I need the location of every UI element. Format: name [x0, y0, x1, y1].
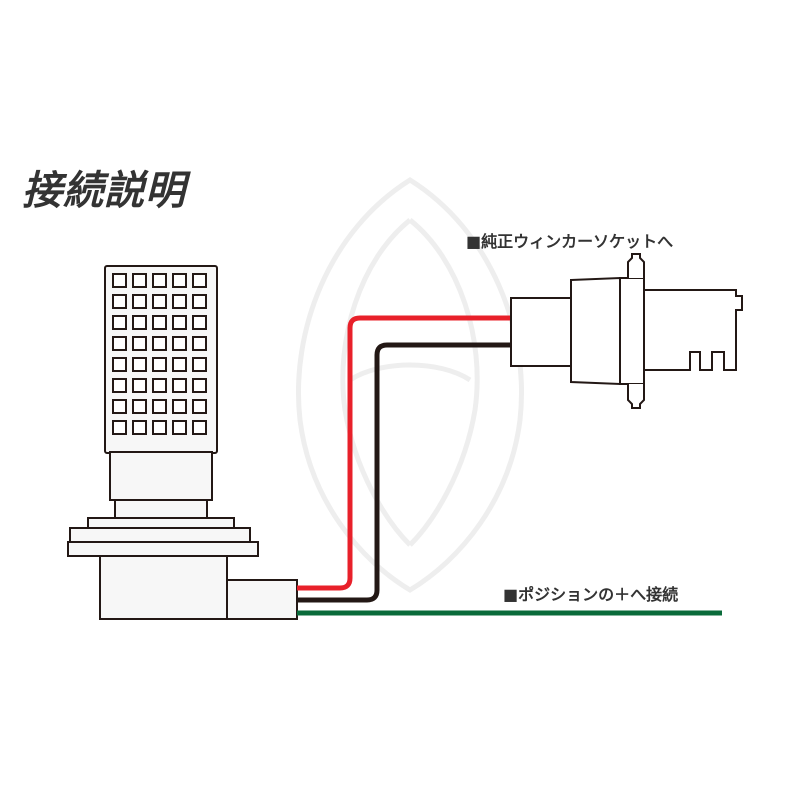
- led-chip: [132, 399, 147, 414]
- led-chip: [152, 399, 167, 414]
- socket-adapter: [510, 253, 743, 409]
- led-chip: [152, 378, 167, 393]
- led-chip: [192, 399, 207, 414]
- socket-body: [570, 276, 621, 386]
- socket-bottom-tab: [627, 384, 645, 409]
- red-wire: [297, 315, 511, 591]
- led-chip: [112, 336, 127, 351]
- led-chip: [112, 273, 127, 288]
- led-chip: [152, 273, 167, 288]
- socket-rear-block: [510, 297, 572, 367]
- led-chip: [172, 336, 187, 351]
- led-chip: [172, 378, 187, 393]
- led-chip: [192, 336, 207, 351]
- led-chip: [172, 315, 187, 330]
- led-chip: [192, 273, 207, 288]
- led-chip: [112, 399, 127, 414]
- socket-ring: [619, 277, 645, 385]
- bulb-base: [99, 555, 228, 620]
- led-chip: [132, 357, 147, 372]
- led-chip: [152, 357, 167, 372]
- socket-plug: [643, 289, 743, 371]
- led-chip: [172, 399, 187, 414]
- bulb-collar: [109, 451, 213, 501]
- position-label: ■ポジションの＋へ接続: [503, 585, 679, 604]
- led-chip: [112, 294, 127, 309]
- led-chip: [192, 315, 207, 330]
- led-chip-grid: [112, 273, 207, 435]
- led-chip: [112, 357, 127, 372]
- led-chip: [172, 420, 187, 435]
- led-chip: [112, 378, 127, 393]
- led-chip: [132, 273, 147, 288]
- led-bulb: [67, 265, 298, 620]
- led-chip: [112, 315, 127, 330]
- bulb-flange-mid: [69, 527, 251, 543]
- led-chip: [192, 357, 207, 372]
- bulb-flange-bottom: [67, 541, 259, 557]
- socket-top-tab: [627, 253, 645, 278]
- led-chip: [192, 378, 207, 393]
- led-chip: [112, 420, 127, 435]
- led-chip: [132, 294, 147, 309]
- bulb-flange-top: [87, 517, 235, 529]
- led-chip: [152, 336, 167, 351]
- led-chip: [132, 336, 147, 351]
- led-chip: [132, 315, 147, 330]
- bulb-connector: [226, 579, 298, 620]
- led-chip: [132, 420, 147, 435]
- led-chip: [172, 294, 187, 309]
- led-chip: [172, 357, 187, 372]
- socket-label: ■純正ウィンカーソケットへ: [466, 232, 674, 251]
- diagram-title: 接続説明: [22, 168, 186, 214]
- black-wire: [297, 342, 511, 603]
- led-chip: [152, 294, 167, 309]
- led-chip: [152, 315, 167, 330]
- led-chip: [192, 294, 207, 309]
- led-chip: [132, 378, 147, 393]
- led-chip: [192, 420, 207, 435]
- led-chip: [152, 420, 167, 435]
- led-chip: [172, 273, 187, 288]
